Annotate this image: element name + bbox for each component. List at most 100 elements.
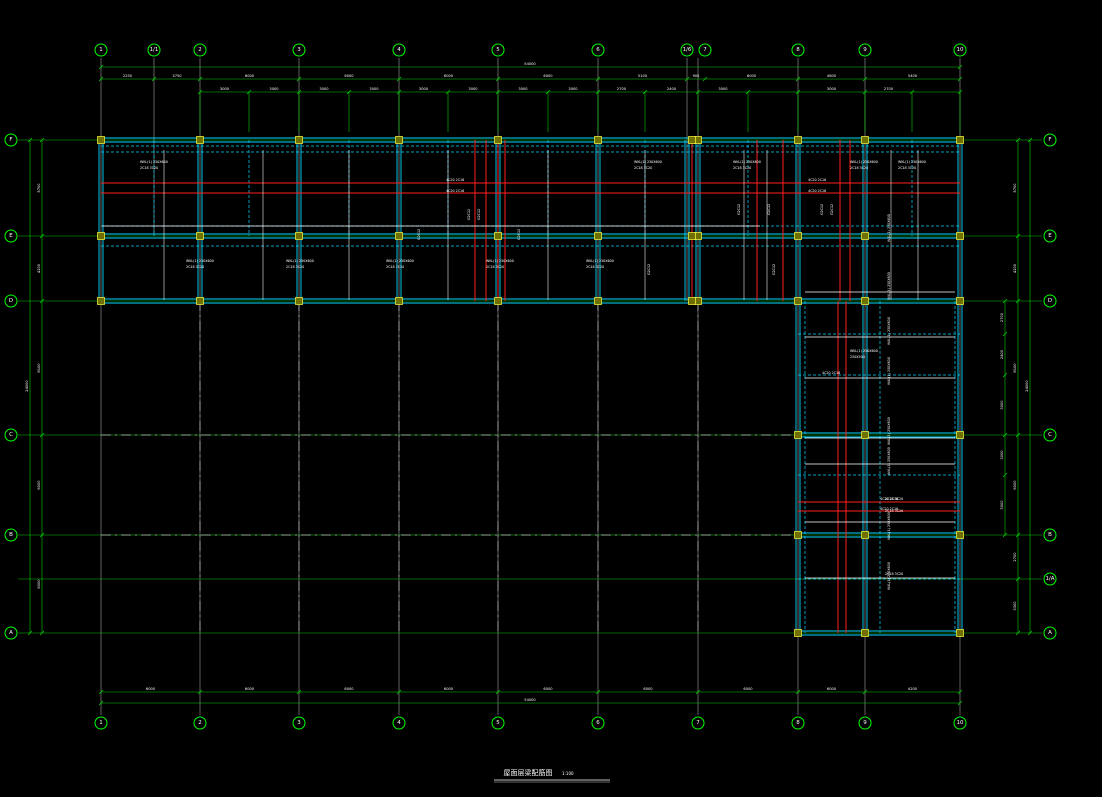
axis-bubble-label: 5 xyxy=(496,720,500,726)
beam-rebar: 2C18 3C20 xyxy=(885,572,903,576)
column xyxy=(861,629,869,637)
drawing-title-block: 屋面层梁配筋图 1:100 xyxy=(494,768,610,783)
dim-tick xyxy=(1015,532,1021,538)
beam-rebar: 2C18 3C20 xyxy=(386,265,404,269)
column xyxy=(956,297,964,305)
dim-tick xyxy=(39,630,45,636)
axis-bubble: 6 xyxy=(591,43,605,57)
axis-bubble-label: E xyxy=(1048,233,1052,239)
column xyxy=(196,297,204,305)
dim-top-row1-text: 3750 xyxy=(172,74,182,78)
dim-tick xyxy=(495,689,501,695)
axis-bubble-circle xyxy=(147,43,161,57)
beam-rebar: 2C18 3C20 xyxy=(885,509,903,513)
dim-top-row2-text: 2700 xyxy=(884,87,894,91)
axis-bubble: B xyxy=(4,528,18,542)
column xyxy=(861,297,869,305)
axis-bubble: 4 xyxy=(392,716,406,730)
dim-tick xyxy=(396,689,402,695)
axis-bubble-circle xyxy=(591,716,605,730)
dim-right-sub-text: 3000 xyxy=(1000,400,1004,410)
beam-side-bar: G2C12 xyxy=(830,204,834,215)
beam-label: WKL(1) 250X600 xyxy=(586,259,614,263)
axis-bubble-circle xyxy=(4,528,18,542)
axis-bubble-label: F xyxy=(1048,137,1051,143)
dim-tick xyxy=(98,700,104,706)
dim-tick xyxy=(296,76,302,82)
axis-bubble: 2 xyxy=(193,716,207,730)
dim-top-row1-text: 2250 xyxy=(123,74,133,78)
axis-bubble: 9 xyxy=(858,43,872,57)
beam-side-bar: G2C12 xyxy=(417,229,421,240)
beam-label: WKL(1) 250X600 xyxy=(486,259,514,263)
dim-tick xyxy=(27,137,33,143)
beam-continuous: 4C20 2C16 xyxy=(822,371,840,375)
axis-bubble-circle xyxy=(1043,294,1057,308)
axis-bubble-label: 1/1 xyxy=(150,47,159,53)
beam-label: WKL(1) 250X600 xyxy=(140,160,168,164)
axis-bubble-label: 1 xyxy=(99,47,103,53)
dim-bottom-row-text: 6000 xyxy=(543,687,553,691)
dim-top-row1-text: 6000 xyxy=(543,74,553,78)
column xyxy=(295,232,303,240)
dim-top-row1-text: 6000 xyxy=(444,74,454,78)
dim-top-row1-text: 5100 xyxy=(638,74,648,78)
axis-bubble: C xyxy=(4,428,18,442)
dim-tick xyxy=(39,298,45,304)
dim-tick xyxy=(1027,630,1033,636)
axis-bubble-circle xyxy=(4,133,18,147)
axis-bubble-circle xyxy=(1043,626,1057,640)
beam-side-bar: G2C12 xyxy=(467,209,471,220)
dim-top-row2-text: 3000 xyxy=(568,87,578,91)
axis-bubble: 1/6 xyxy=(680,43,694,57)
drawing-scale: 1:100 xyxy=(562,771,574,776)
column xyxy=(395,297,403,305)
dim-bottom-row-text: 6000 xyxy=(245,687,255,691)
column xyxy=(956,232,964,240)
axis-bubble-label: C xyxy=(9,432,13,438)
column xyxy=(794,136,802,144)
axis-bubble-label: 3 xyxy=(297,47,301,53)
dim-tick xyxy=(39,432,45,438)
dim-tick xyxy=(98,689,104,695)
dim-tick xyxy=(1027,137,1033,143)
dim-right-inner-text: 8100 xyxy=(1013,363,1017,373)
axis-bubble-label: 9 xyxy=(863,720,867,726)
axis-bubble: A xyxy=(4,626,18,640)
axis-bubble-circle xyxy=(4,626,18,640)
axis-bubble-circle xyxy=(791,716,805,730)
column xyxy=(956,136,964,144)
beam-label: WKL(1) 250X600 xyxy=(286,259,314,263)
column xyxy=(494,232,502,240)
dim-top-row2-text: 3000 xyxy=(468,87,478,91)
drawing-title: 屋面层梁配筋图 xyxy=(504,768,553,777)
axis-bubble-circle xyxy=(698,43,712,57)
dim-left-inner-text: 6000 xyxy=(37,579,41,589)
dim-right-sub-text: 2400 xyxy=(1000,349,1004,359)
beam-label: WKL(1) 250X600 xyxy=(898,160,926,164)
column xyxy=(861,232,869,240)
column xyxy=(794,297,802,305)
beam-rebar: 2C18 3C20 xyxy=(486,265,504,269)
axis-bubble-circle xyxy=(392,43,406,57)
axis-bubble: E xyxy=(1043,229,1057,243)
dim-top-row1-text: 6000 xyxy=(344,74,354,78)
beam-side-bar: G2C12 xyxy=(477,209,481,220)
axis-bubble-label: C xyxy=(1048,432,1052,438)
axis-bubble: 5 xyxy=(491,43,505,57)
column xyxy=(494,136,502,144)
axis-bubble-label: 1/6 xyxy=(683,47,692,53)
dim-right-inner-text: 5700 xyxy=(1013,183,1017,193)
dim-bottom-row-text: 6000 xyxy=(444,687,454,691)
dim-tick xyxy=(151,76,157,82)
axis-bubble-label: A xyxy=(1048,630,1052,636)
dim-tick xyxy=(795,76,801,82)
axis-bubble-circle xyxy=(491,43,505,57)
column xyxy=(688,297,696,305)
axis-bubble: 8 xyxy=(791,43,805,57)
dim-tick xyxy=(396,76,402,82)
dim-top-row2-text: 3000 xyxy=(269,87,279,91)
dim-tick xyxy=(495,76,501,82)
dim-top-row1-text: 900 xyxy=(693,74,701,78)
dim-right-sub-text: 3000 xyxy=(1000,500,1004,510)
